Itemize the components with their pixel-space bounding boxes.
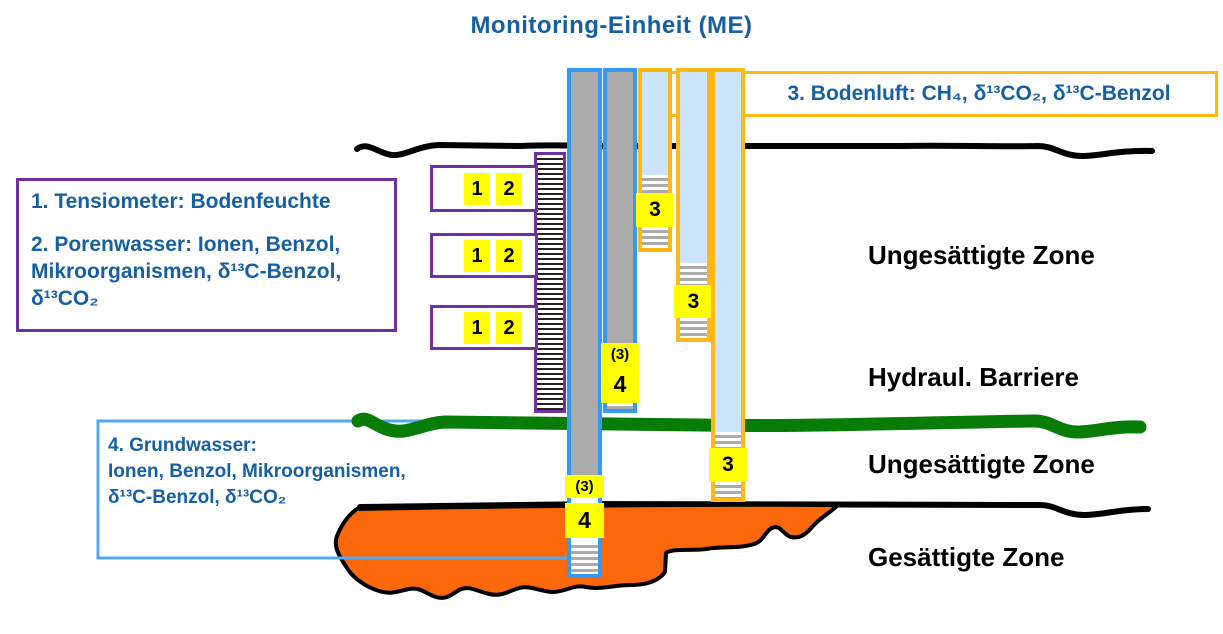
- page-title: Monitoring-Einheit (ME): [470, 12, 753, 39]
- grundwasser-label-line3: δ¹³C-Benzol, δ¹³CO₂: [108, 487, 287, 508]
- legend-box-bodenluft: 3. Bodenluft: CH₄, δ¹³CO₂, δ¹³C-Benzol: [640, 71, 1218, 117]
- soil-gas-well-deep: 3: [709, 68, 747, 502]
- monitoring-well-barrier: (3) 4: [601, 68, 639, 413]
- marker-tensiometer-1: 1: [464, 312, 490, 344]
- monitoring-well-deep: (3) 4: [565, 68, 604, 578]
- marker-soil-gas-3: 3: [709, 448, 747, 482]
- grundwasser-label-line2: Ionen, Benzol, Mikroorganismen,: [108, 461, 406, 482]
- well-screen: [680, 263, 707, 285]
- marker-porenwasser-2: 2: [496, 240, 522, 272]
- marker-soil-gas-3: 3: [636, 193, 674, 227]
- porenwasser-label-line3: δ¹³CO₂: [31, 287, 99, 310]
- well-casing: [571, 72, 598, 475]
- sampling-level-box-3: 1 2: [430, 305, 538, 350]
- zone-label-lower-unsaturated: Ungesättigte Zone: [868, 449, 1095, 479]
- well-casing: [607, 72, 633, 343]
- saturated-zone-boundary-line: [357, 500, 1151, 519]
- zone-label-saturated: Gesättigte Zone: [868, 542, 1065, 572]
- porenwasser-label-line2: Mikroorganismen, δ¹³C-Benzol,: [31, 260, 342, 283]
- marker-porenwasser-2: 2: [496, 173, 522, 205]
- legend-box-grundwasser-text: 4. Grundwasser: Ionen, Benzol, Mikroorga…: [108, 433, 406, 511]
- bodenluft-label: 3. Bodenluft: CH₄, δ¹³CO₂, δ¹³C-Benzol: [787, 82, 1171, 105]
- tensiometer-label: 1. Tensiometer: Bodenfeuchte: [31, 190, 331, 213]
- sampling-level-box-1: 1 2: [430, 165, 538, 212]
- marker-tensiometer-1: 1: [464, 240, 490, 272]
- well-screen: [680, 318, 707, 338]
- ground-surface-line: [354, 141, 1155, 160]
- well-screen: [642, 175, 668, 193]
- marker-tensiometer-1: 1: [464, 173, 490, 205]
- tensiometer-column: [534, 152, 566, 413]
- porenwasser-label-line1: 2. Porenwasser: Ionen, Benzol,: [31, 233, 341, 256]
- hydraulic-barrier-line: [351, 412, 1147, 439]
- grundwasser-label-line1: 4. Grundwasser:: [108, 435, 257, 456]
- well-screen: [715, 432, 741, 448]
- soil-gas-well-shallow: 3: [636, 68, 674, 252]
- well-screen: [571, 542, 598, 574]
- legend-box-tensiometer-porenwasser: 1. Tensiometer: Bodenfeuchte 2. Porenwas…: [16, 178, 397, 332]
- well-screen: [642, 227, 668, 248]
- marker-soil-gas-(3): (3): [565, 475, 604, 498]
- marker-soil-gas-3: 3: [674, 285, 713, 318]
- marker-porenwasser-2: 2: [496, 312, 522, 344]
- well-screen: [715, 482, 741, 498]
- soil-gas-well-middle: 3: [674, 68, 713, 342]
- zone-label-hydraulic-barrier: Hydraul. Barriere: [868, 362, 1079, 392]
- marker-groundwater-4: 4: [565, 503, 604, 538]
- marker-soil-gas-(3): (3): [601, 343, 639, 365]
- well-screen: [607, 403, 633, 409]
- marker-groundwater-4: 4: [601, 365, 639, 403]
- zone-label-upper-unsaturated: Ungesättigte Zone: [868, 240, 1095, 270]
- sampling-level-box-2: 1 2: [430, 233, 538, 278]
